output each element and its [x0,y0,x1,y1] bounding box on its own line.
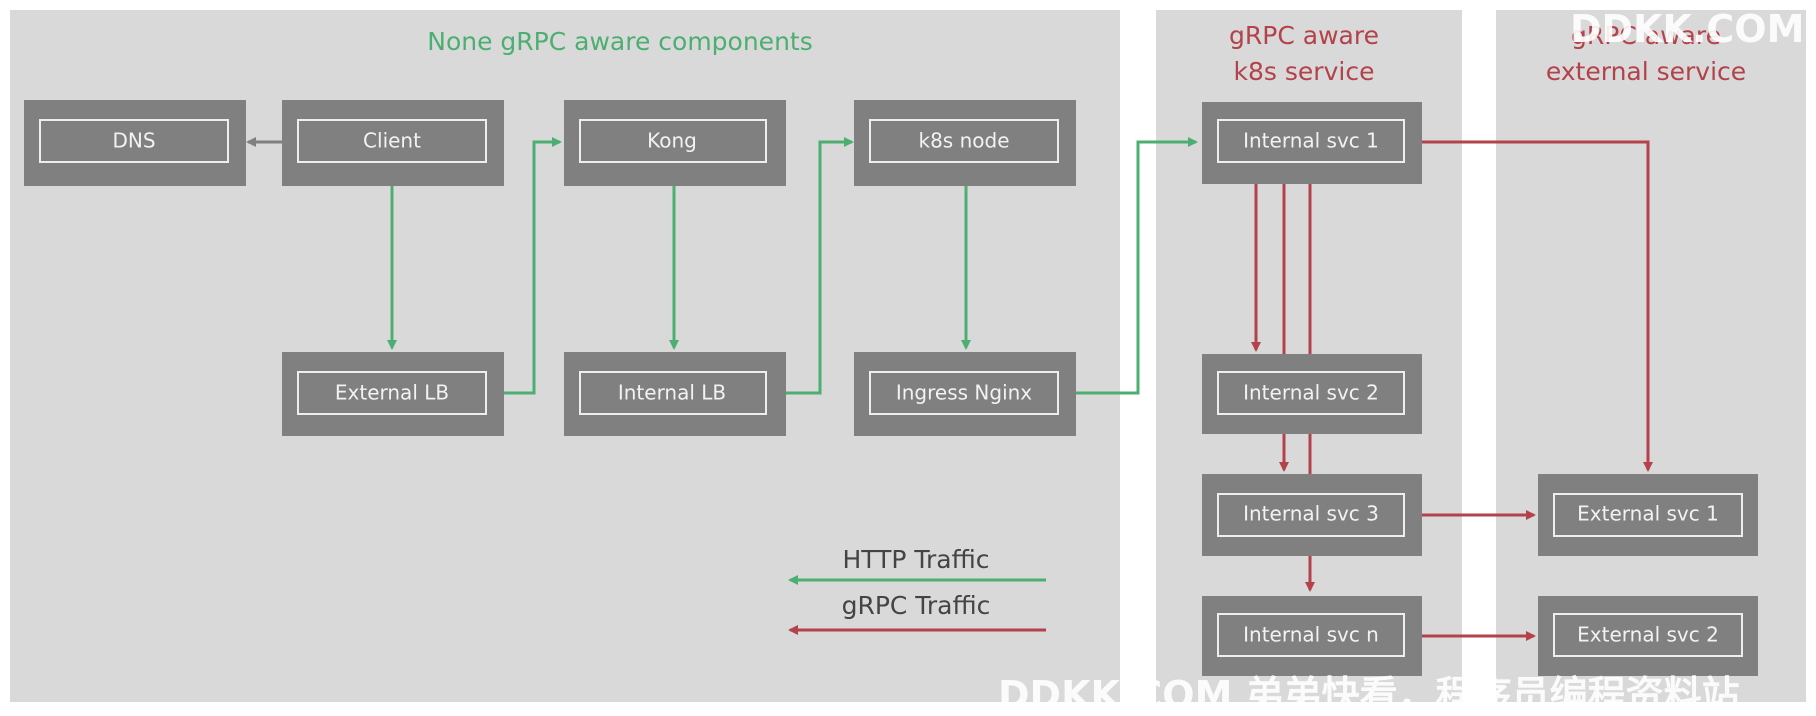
k8s-node-node: k8s node [854,100,1076,186]
dns-label: DNS [112,129,155,153]
external-svc-1-label: External svc 1 [1577,502,1719,526]
grpc-k8s-title-line2: k8s service [1234,57,1375,86]
external-svc-2-node: External svc 2 [1538,596,1758,676]
ingress-nginx-node: Ingress Nginx [854,352,1076,436]
internal-lb-node: Internal LB [564,352,786,436]
client-node: Client [282,100,504,186]
internal-svc-1-node: Internal svc 1 [1202,102,1422,184]
external-svc-2-label: External svc 2 [1577,623,1719,647]
kong-label: Kong [647,129,697,153]
dns-node: DNS [24,100,246,186]
watermark-top: DDKK.COM [1570,7,1804,51]
external-lb-to-kong-arrow [504,137,562,395]
internal-svc-3-node: Internal svc 3 [1202,474,1422,556]
external-lb-node: External LB [282,352,504,436]
internal-svc-2-label: Internal svc 2 [1243,381,1379,405]
client-label: Client [363,129,421,153]
external-svc-1-node: External svc 1 [1538,474,1758,556]
ingress-nginx-label: Ingress Nginx [896,381,1032,405]
legend-grpc-label: gRPC Traffic [842,591,991,620]
non-grpc-title: None gRPC aware components [427,27,813,56]
internal-lb-label: Internal LB [618,381,726,405]
grpc-external-region [1496,10,1806,702]
svc1-to-external-svc1-arrow [1422,140,1653,472]
grpc-external-title-line2: external service [1546,57,1746,86]
external-lb-label: External LB [335,381,449,405]
grpc-k8s-title-line1: gRPC aware [1229,21,1379,50]
legend-http-label: HTTP Traffic [842,545,989,574]
internal-svc-3-label: Internal svc 3 [1243,502,1379,526]
internal-svc-n-label: Internal svc n [1243,623,1379,647]
internal-lb-to-k8s-node-arrow [786,137,854,395]
kong-node: Kong [564,100,786,186]
ingress-to-internal-svc-1-arrow [1076,137,1198,395]
watermark-bottom: DDKK.COM 弟弟快看，程序员编程资料站 [998,673,1740,716]
internal-svc-n-node: Internal svc n [1202,596,1422,676]
internal-svc-2-node: Internal svc 2 [1202,354,1422,434]
grpc-external-title-line1: gRPC aware [1571,21,1721,50]
internal-svc-1-label: Internal svc 1 [1243,129,1379,153]
k8s-node-label: k8s node [919,129,1010,153]
